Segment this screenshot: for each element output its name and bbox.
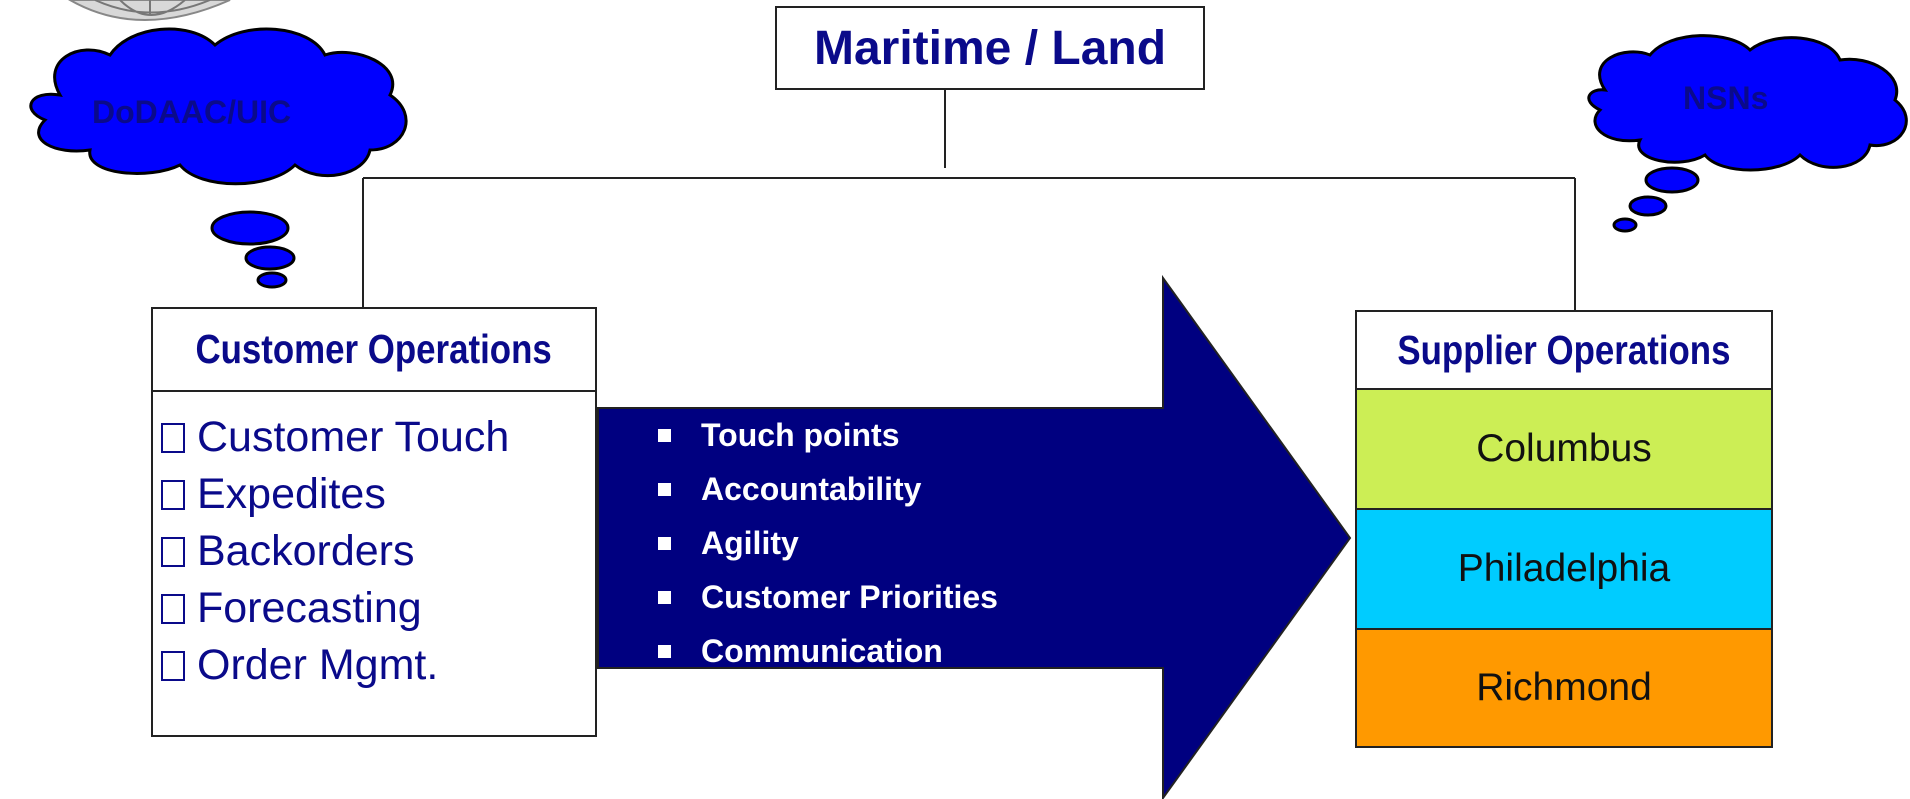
list-item: Backorders [153,523,595,580]
list-item-label: Backorders [197,527,415,575]
list-item: Forecasting [153,580,595,637]
list-item-label: Accountability [701,470,922,507]
customer-operations-heading-box: Customer Operations [151,307,597,392]
supplier-site-philadelphia: Philadelphia [1355,508,1773,630]
flow-arrow [597,274,1352,799]
connector-lines [362,90,1576,310]
cloud-label-right: NSNs [1683,80,1769,116]
bullet-icon [658,536,671,550]
checkbox-icon [161,593,185,624]
list-item: Customer Priorities [658,570,998,624]
supplier-site-richmond: Richmond [1355,628,1773,748]
list-item-label: Communication [701,632,943,669]
list-item: Accountability [658,462,998,516]
list-item: Agility [658,516,998,570]
checkbox-icon [161,479,185,510]
customer-operations-heading: Customer Operations [195,326,553,372]
bullet-icon [658,428,671,442]
list-item-label: Touch points [701,416,900,453]
list-item-label: Forecasting [197,584,422,632]
bullet-icon [658,482,671,496]
bullet-icon [658,590,671,604]
checkbox-icon [161,422,185,453]
supplier-site-label: Columbus [1476,427,1652,470]
checkbox-icon [161,536,185,567]
globe-icon [67,0,231,21]
list-item-label: Customer Touch [197,413,510,461]
list-item: Communication [658,624,998,678]
list-item: Touch points [658,408,998,462]
supplier-site-columbus: Columbus [1355,388,1773,510]
page-title: Maritime / Land [813,21,1167,75]
list-item: Customer Touch [153,409,595,466]
arrow-bullet-list: Touch points Accountability Agility Cust… [658,408,998,678]
title-box: Maritime / Land [775,6,1205,90]
list-item-label: Customer Priorities [701,578,998,615]
checkbox-icon [161,650,185,681]
list-item-label: Order Mgmt. [197,641,439,689]
customer-operations-list: Customer Touch Expedites Backorders Fore… [151,390,597,737]
list-item-label: Agility [701,524,799,561]
list-item-label: Expedites [197,470,386,518]
bullet-icon [658,644,671,658]
supplier-site-label: Richmond [1476,666,1652,709]
supplier-operations-heading-box: Supplier Operations [1355,310,1773,390]
cloud-label-left: DoDAAC/UIC [92,94,292,130]
supplier-operations-heading: Supplier Operations [1397,326,1731,373]
list-item: Expedites [153,466,595,523]
thought-cloud-right [1587,34,1908,233]
thought-cloud-left [29,27,408,289]
supplier-site-label: Philadelphia [1457,547,1671,590]
list-item: Order Mgmt. [153,637,595,694]
